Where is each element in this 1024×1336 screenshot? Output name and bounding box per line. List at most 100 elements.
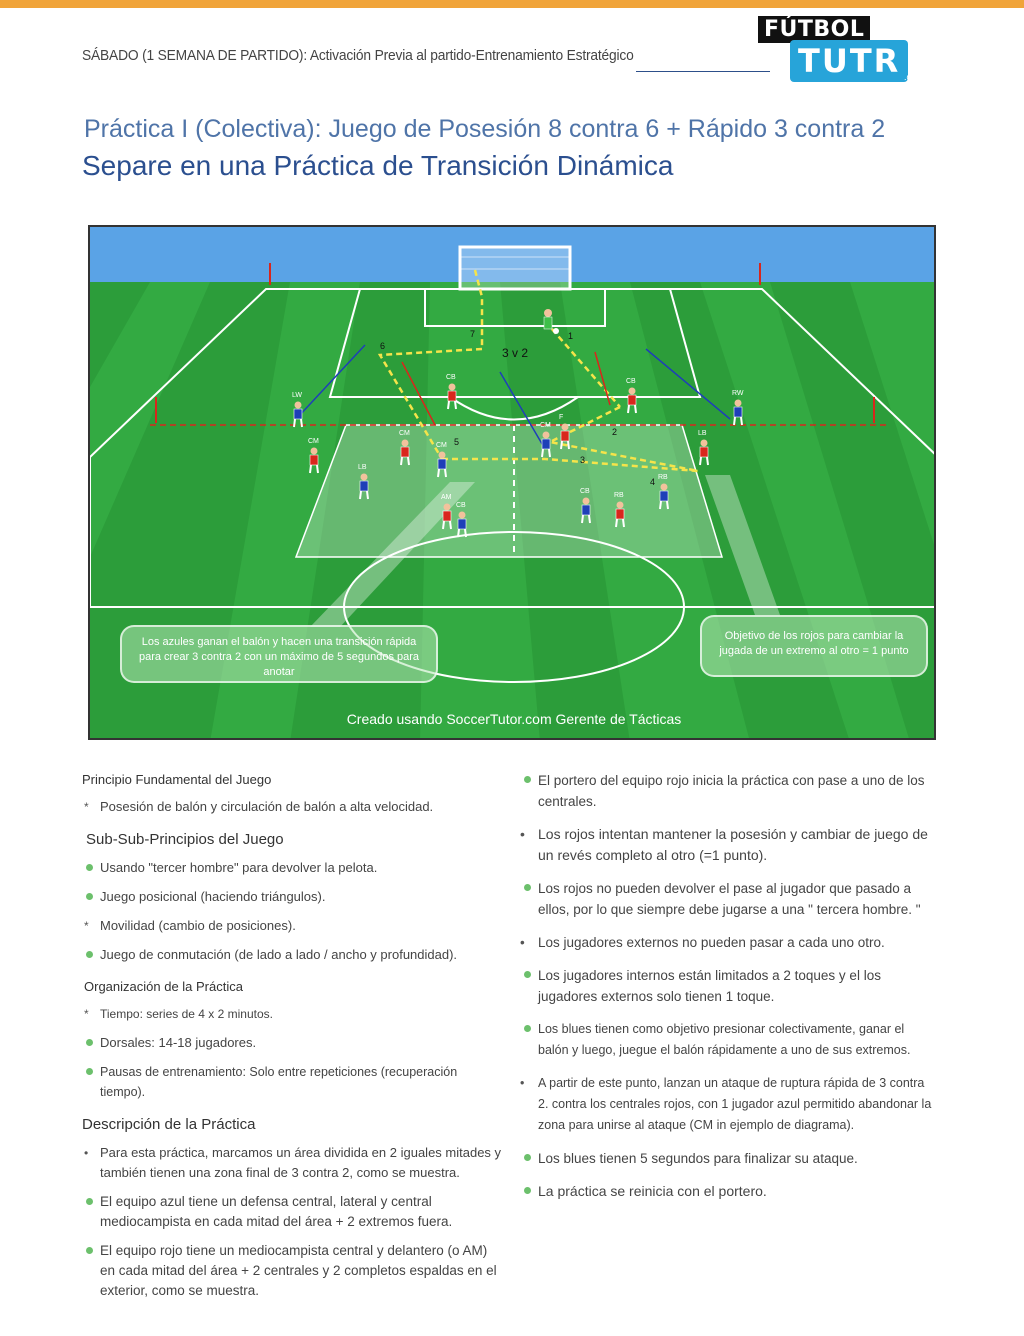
note-pointer-right [705,475,780,615]
bullet-dot [86,1247,93,1254]
player-label: CB [626,378,636,385]
principle-heading: Principio Fundamental del Juego [82,772,272,787]
list-item-text: Para esta práctica, marcamos un área div… [100,1145,502,1180]
asterisk-bullet: * [84,919,89,933]
player-red-f: F [559,414,570,450]
list-item-text: Los blues tienen como objetivo presionar… [538,1022,911,1057]
left-column: Principio Fundamental del Juego * Posesi… [82,772,502,1310]
asterisk-bullet: • [520,1076,525,1090]
list-item: Los jugadores internos están limitados a… [518,965,938,1007]
logo-bottom-text: TUTR [790,40,909,82]
asterisk-bullet: * [84,1007,89,1021]
list-item-text: Los blues tienen 5 segundos para finaliz… [538,1151,858,1166]
player-label: RB [658,474,668,481]
player-blue-cb: CB [456,502,467,538]
player-blue-rb: RB [658,474,669,510]
player-label: AM [441,494,452,501]
asterisk-bullet: • [520,826,525,842]
pass-number-labels: 1 2 3 4 5 6 7 [380,329,655,487]
player-red-rb: RB [614,492,625,528]
right-column: El portero del equipo rojo inicia la prá… [518,770,938,1214]
list-item: Pausas de entrenamiento: Solo entre repe… [82,1062,502,1102]
list-item: • A partir de este punto, lanzan un ataqu… [518,1073,938,1136]
corner-poles [155,263,875,423]
blue-run-arrows [297,344,731,450]
asterisk-bullet: • [84,1146,89,1160]
pass-number-3: 3 [580,455,585,465]
header-rule [636,71,770,72]
list-item-text: Dorsales: 14-18 jugadores. [100,1035,257,1050]
list-item: Los blues tienen como objetivo presionar… [518,1019,938,1061]
bullet-dot [86,893,93,900]
principle-text: Posesión de balón y circulación de balón… [100,799,434,814]
player-label: LB [358,464,367,471]
list-item: Usando "tercer hombre" para devolver la … [82,858,502,878]
list-item-text: El equipo rojo tiene un mediocampista ce… [100,1243,497,1298]
asterisk-bullet: * [84,800,89,814]
list-item: • Los rojos intentan mantener la posesión… [518,824,938,866]
practice-subtitle: Separe en una Práctica de Transición Din… [82,150,674,181]
player-label: CM [436,442,447,449]
list-item-text: Los rojos intentan mantener la posesión … [538,826,928,863]
note-left: Los azules ganan el balón y hacen una tr… [120,625,438,683]
zone-label: 3 v 2 [502,346,528,360]
bullet-dot [524,884,531,891]
player-red-cm: CM [308,438,319,474]
tactics-diagram: 1 2 3 4 5 6 7 3 v 2 LW RW LB CM CM CB CB RB CB CB… [88,225,936,740]
bullet-dot [86,1068,93,1075]
pass-arrows [377,269,699,473]
player-red-cb: CB [626,378,637,414]
player-red-cm: CM [399,430,410,466]
player-red-cb: CB [446,374,457,410]
player-blue-rw: RW [732,390,744,426]
list-item-text: El portero del equipo rojo inicia la prá… [538,773,925,809]
list-item: Los blues tienen 5 segundos para finaliz… [518,1148,938,1169]
player-label: CB [446,374,456,381]
principle-item: * Posesión de balón y circulación de bal… [82,797,502,817]
pass-number-5: 5 [454,437,459,447]
player-label: RW [732,390,744,397]
red-run-arrows [401,351,611,426]
player-label: LW [292,392,302,399]
description-heading: Descripción de la Práctica [82,1116,256,1133]
player-label: F [559,414,563,421]
bullet-dot [524,1025,531,1032]
bullet-dot [524,776,531,783]
logo-sub-text: .com [904,72,924,82]
player-label: CM [540,422,551,429]
list-item: * Tiempo: series de 4 x 2 minutos. [82,1004,502,1024]
practice-title: Práctica I (Colectiva): Juego de Posesió… [84,115,886,143]
player-blue-lb: LB [358,464,369,500]
player-blue-cb: CB [580,488,591,524]
pass-number-4: 4 [650,477,655,487]
player-label: LB [698,430,707,437]
note-pointer-left [310,482,475,627]
player-label: CM [399,430,410,437]
list-item-text: Tiempo: series de 4 x 2 minutos. [100,1007,273,1021]
bullet-dot [86,951,93,958]
list-item-text: La práctica se reinicia con el portero. [538,1183,767,1199]
brand-logo: FÚTBOL TUTR .com [758,14,938,84]
asterisk-bullet: • [520,935,525,950]
pass-number-2: 2 [612,427,617,437]
list-item: • Los jugadores externos no pueden pasar … [518,932,938,953]
bullet-dot [86,864,93,871]
list-item: El equipo azul tiene un defensa central,… [82,1192,502,1232]
bullet-dot [524,971,531,978]
sub-principles-heading: Sub-Sub-Principios del Juego [86,831,284,848]
list-item-text: Juego posicional (haciendo triángulos). [100,889,326,904]
list-item-text: Los jugadores internos están limitados a… [538,968,881,1004]
list-item-text: A partir de este punto, lanzan un ataque… [538,1076,932,1132]
list-item: Los rojos no pueden devolver el pase al … [518,878,938,920]
player-red-lb: LB [698,430,709,466]
pass-number-1: 1 [568,331,573,341]
goal [458,245,572,291]
list-item: Juego posicional (haciendo triángulos). [82,887,502,907]
bullet-dot [86,1198,93,1205]
players-layer: LW RW LB CM CM CB CB RB CB CB CM RB CM LB AM F [292,374,744,538]
player-red-am: AM [441,494,452,530]
organization-heading: Organización de la Práctica [84,979,243,994]
list-item-text: Juego de conmutación (de lado a lado / a… [100,947,458,962]
bullet-dot [524,1187,531,1194]
list-item-text: Los jugadores externos no pueden pasar a… [538,935,885,950]
